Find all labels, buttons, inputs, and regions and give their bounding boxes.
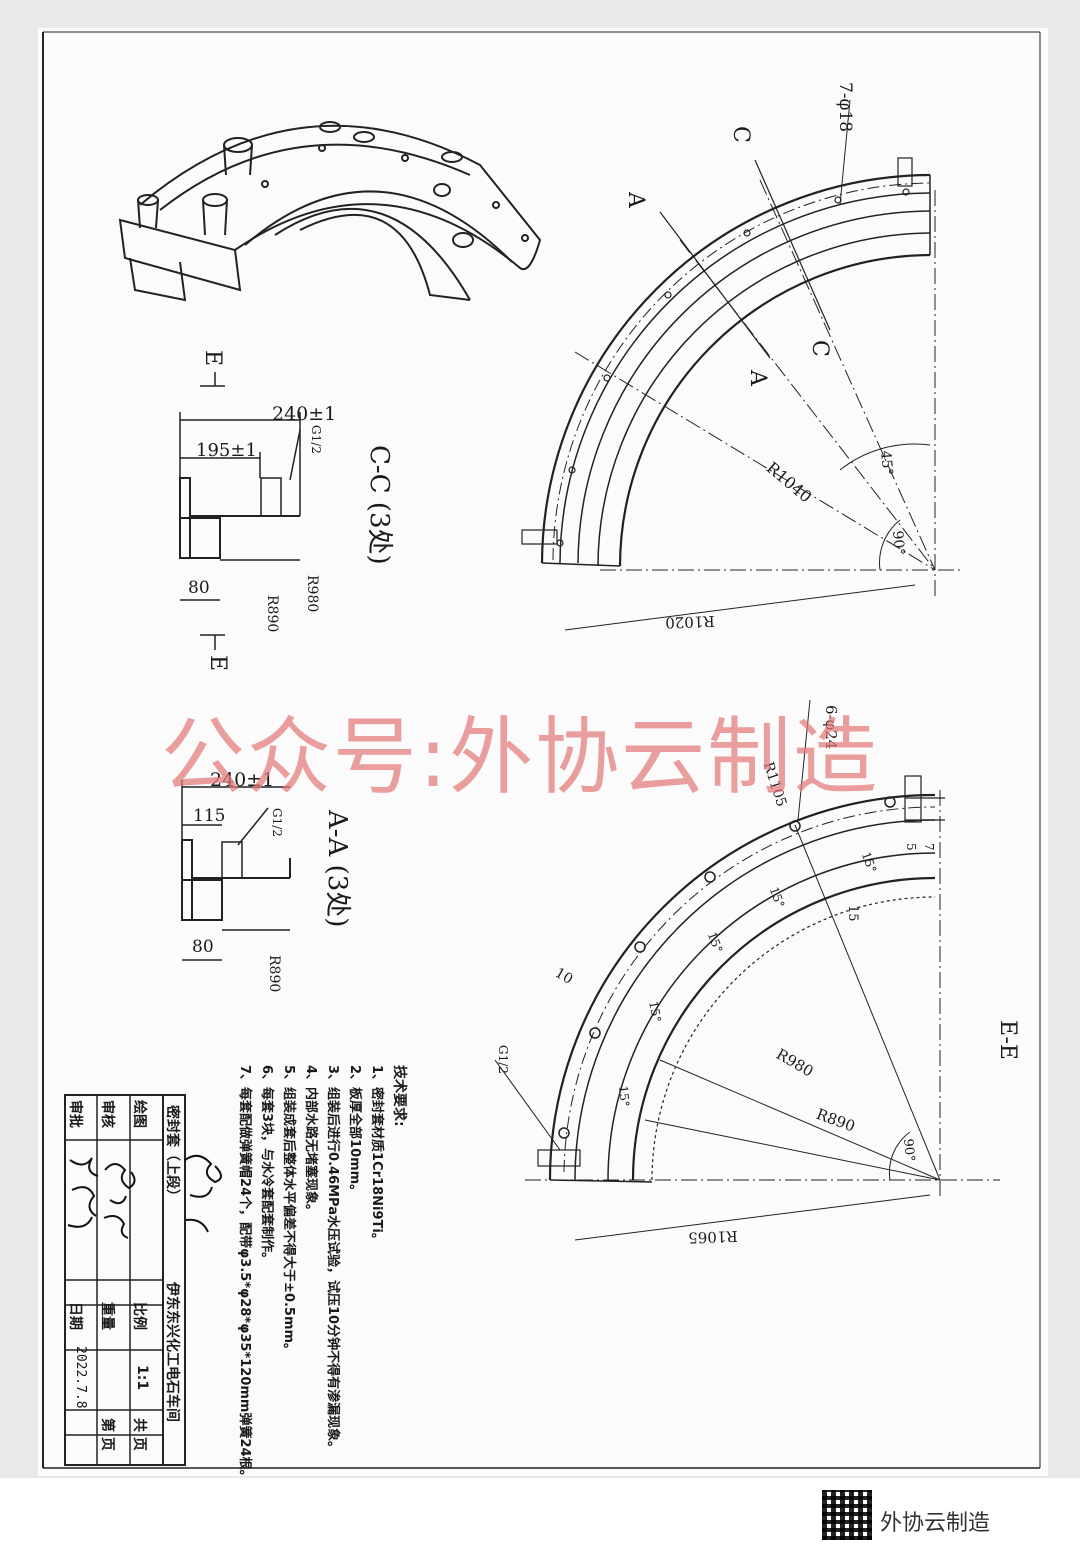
- label-scale: 比例: [131, 1302, 147, 1330]
- footer: [0, 1478, 1080, 1566]
- label-date: 日期: [67, 1302, 83, 1330]
- top-angle-45: 45°: [877, 450, 896, 477]
- tech-req-heading: 技术要求:: [391, 1065, 407, 1127]
- ee-g-label: G1/2: [496, 1045, 510, 1074]
- cc-r980: R980: [304, 575, 320, 613]
- border: [42, 31, 1041, 1469]
- cc-dim-195: 195±1: [196, 440, 257, 461]
- top-angle-90: 90°: [889, 530, 908, 557]
- aa-dim-115: 115: [193, 806, 226, 826]
- qr-code-icon: [822, 1490, 872, 1540]
- ee-angle-90: 90°: [900, 1138, 918, 1163]
- ee-title: E-E: [995, 1020, 1020, 1060]
- section-e-marker-bottom: E: [205, 655, 230, 672]
- tech-req-item-5: 5、组装成套后整体水平偏差不得大于±0.5mm。: [281, 1065, 296, 1357]
- section-cc: [179, 372, 301, 650]
- cc-r890: R890: [264, 595, 280, 633]
- isometric-sketch: [118, 121, 542, 302]
- top-section-a2: A: [745, 370, 770, 386]
- top-section-a1: A: [623, 192, 648, 208]
- section-ee: [494, 699, 1000, 1241]
- label-approved: 审批: [67, 1100, 83, 1128]
- cc-g-label: G1/2: [309, 425, 323, 454]
- cc-dim-80: 80: [188, 578, 210, 598]
- aa-g-label: G1/2: [270, 808, 284, 837]
- ee-dim-15: 15: [845, 905, 860, 922]
- aa-dim-80: 80: [192, 937, 214, 957]
- tech-req-item-6: 6、每套3块，与水冷套配套制作。: [259, 1065, 274, 1266]
- ee-r1065: R1065: [687, 1227, 738, 1247]
- date-value: 2022.7.8: [73, 1346, 88, 1409]
- cc-title: C-C (3处): [364, 445, 394, 565]
- ee-dim-7: 7: [922, 843, 936, 851]
- tech-req-item-4: 4、内部水路无堵塞现象。: [303, 1065, 318, 1218]
- section-e-marker-top: E: [200, 350, 225, 367]
- part-name: 密封套（上段）: [164, 1105, 180, 1203]
- tech-req-item-2: 2、板厚全部10mm。: [347, 1065, 362, 1198]
- company-name: 伊东东兴化工电石车间: [164, 1282, 180, 1422]
- top-r1020: R1020: [664, 612, 715, 632]
- label-drawn: 绘图: [131, 1100, 147, 1128]
- title-block: [64, 1094, 186, 1466]
- tech-req-item-3: 3、组装后进行0.46MPa水压试验，试压10分钟不得有渗漏现象。: [325, 1065, 340, 1455]
- section-aa: [181, 780, 291, 961]
- label-sheet: 第 页: [99, 1418, 115, 1451]
- aa-title: A-A (3处): [322, 810, 352, 928]
- label-checked: 审核: [99, 1100, 115, 1128]
- label-total: 共 页: [131, 1418, 147, 1451]
- ee-dim-5: 5: [904, 843, 918, 851]
- top-section-c1: C: [728, 126, 753, 143]
- tech-req-item-1: 1、密封套材质1Cr18Ni9Ti。: [369, 1065, 384, 1246]
- tech-req-item-7: 7、每套配做弹簧帽24个，配带φ3.5*φ28*φ35*120mm弹簧24根。: [237, 1065, 252, 1483]
- label-weight: 重量: [99, 1302, 115, 1330]
- top-plan-view: [521, 99, 960, 631]
- handwritten-signatures: [67, 1154, 222, 1239]
- top-section-c2: C: [807, 340, 832, 357]
- top-holes-label: 7-φ18: [835, 82, 855, 133]
- aa-dim-240: 240±1: [210, 769, 275, 791]
- footer-brand: 外协云制造: [880, 1511, 991, 1536]
- aa-r890: R890: [266, 955, 282, 993]
- watermark: 公众号:外协云制造: [160, 708, 880, 806]
- cc-dim-240: 240±1: [272, 403, 337, 425]
- scale-value: 1:1: [134, 1365, 150, 1391]
- ee-angle-15e: 15°: [616, 1085, 632, 1108]
- paper: [38, 28, 1048, 1476]
